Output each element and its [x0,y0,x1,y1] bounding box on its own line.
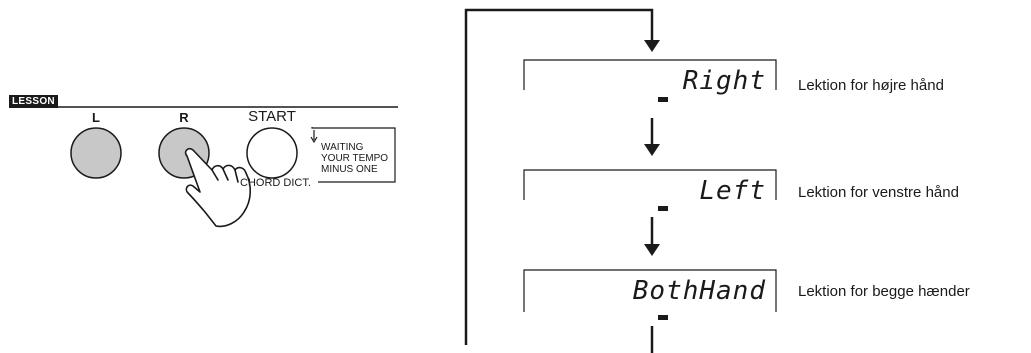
flow-loop-line [464,8,654,345]
lcd-frame-right [523,59,777,90]
lesson-l-button[interactable] [70,127,122,179]
arrow-down-icon [644,40,660,52]
lesson-r-label: R [179,110,189,125]
start-button[interactable] [246,127,298,179]
mode-minus-one: MINUS ONE [321,164,378,175]
desc-left-hand: Lektion for venstre hånd [798,184,959,201]
chord-dict-label: CHORD DICT. [240,177,311,189]
lesson-label: LESSON [9,95,58,108]
lesson-l-label: L [92,110,100,125]
arrow-down-icon [644,144,660,156]
song-indicator-icon [658,97,668,102]
song-indicator-icon [658,315,668,320]
lcd-display-left: Left [699,176,766,206]
lcd-frame-both [523,269,777,312]
desc-right-hand: Lektion for højre hånd [798,77,944,94]
pressing-hand-icon [184,147,252,228]
lcd-display-both: BothHand [632,276,766,306]
lcd-display-right: Right [682,66,766,96]
start-label: START [248,108,296,125]
desc-both-hands: Lektion for begge hænder [798,283,970,300]
song-indicator-icon [658,206,668,211]
lcd-frame-left [523,169,777,200]
mode-waiting: WAITING [321,142,364,153]
mode-your-tempo: YOUR TEMPO [321,153,389,164]
arrow-down-icon [644,244,660,256]
mode-bracket [311,127,396,183]
